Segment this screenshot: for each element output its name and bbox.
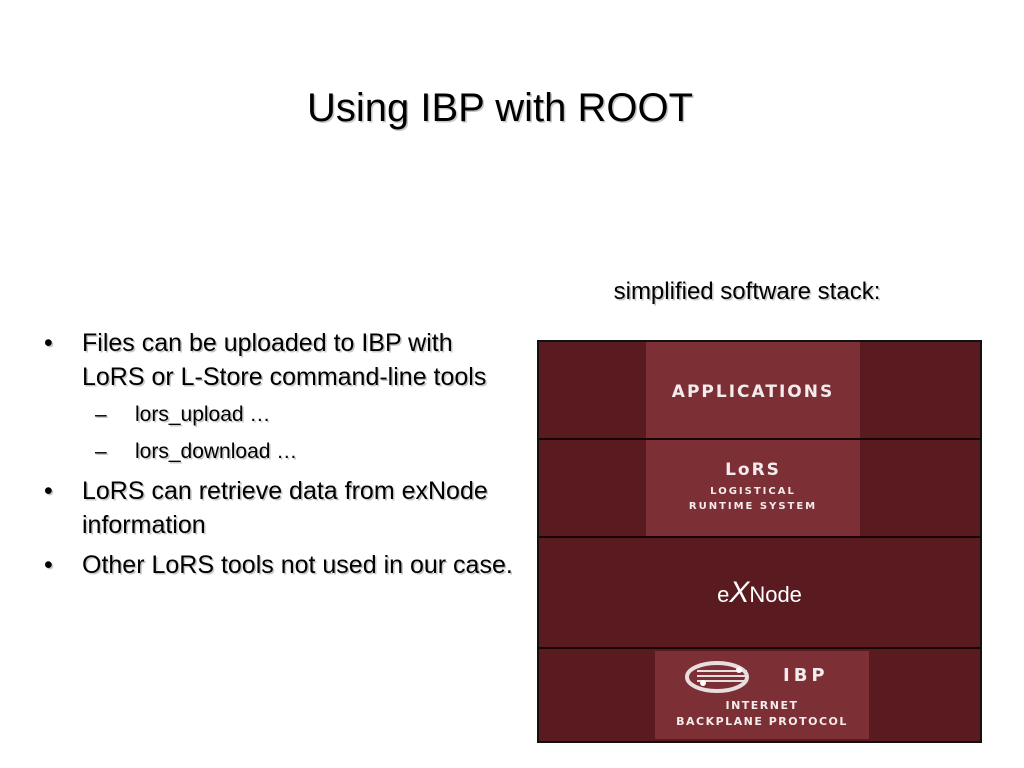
lors-panel: LoRS LOGISTICAL RUNTIME SYSTEM bbox=[646, 440, 860, 536]
sub-bullet-text: lors_upload … bbox=[135, 403, 271, 426]
ibp-label: IBP bbox=[783, 665, 829, 686]
stack-label: simplified software stack: bbox=[613, 278, 881, 305]
sub-bullet-item: – lors_download … bbox=[40, 437, 520, 467]
stack-layer-lors: LoRS LOGISTICAL RUNTIME SYSTEM bbox=[539, 440, 980, 538]
applications-panel: APPLICATIONS bbox=[646, 342, 860, 438]
bullet-marker: • bbox=[44, 477, 53, 505]
bullet-marker: • bbox=[44, 329, 53, 357]
ibp-subtitle-line1: INTERNET bbox=[725, 699, 799, 712]
exnode-label: eXNode bbox=[539, 578, 980, 610]
bullet-marker: • bbox=[44, 551, 53, 579]
bullet-item: • Other LoRS tools not used in our case. bbox=[40, 548, 520, 582]
bullet-item: • Files can be uploaded to IBP with LoRS… bbox=[40, 326, 520, 394]
sub-bullet-item: – lors_upload … bbox=[40, 400, 520, 430]
stack-layer-exnode: eXNode bbox=[539, 538, 980, 649]
applications-label: APPLICATIONS bbox=[671, 382, 835, 402]
sub-bullet-text: lors_download … bbox=[135, 440, 298, 463]
exnode-suffix: Node bbox=[749, 582, 802, 607]
exnode-x: X bbox=[729, 576, 750, 609]
bullet-text: Files can be uploaded to IBP with LoRS o… bbox=[82, 329, 487, 391]
software-stack-diagram: APPLICATIONS LoRS LOGISTICAL RUNTIME SYS… bbox=[537, 340, 982, 743]
bullet-item: • LoRS can retrieve data from exNode inf… bbox=[40, 474, 520, 542]
exnode-prefix: e bbox=[717, 582, 730, 607]
slide-title: Using IBP with ROOT bbox=[306, 86, 694, 130]
bullet-list: • Files can be uploaded to IBP with LoRS… bbox=[40, 326, 520, 588]
stack-layer-applications: APPLICATIONS bbox=[539, 342, 980, 440]
sub-bullet-marker: – bbox=[95, 440, 107, 463]
ibp-panel: IBP INTERNET BACKPLANE PROTOCOL bbox=[655, 651, 869, 739]
lors-label: LoRS bbox=[725, 460, 781, 480]
bullet-text: Other LoRS tools not used in our case. bbox=[82, 551, 513, 579]
ibp-subtitle-line2: BACKPLANE PROTOCOL bbox=[676, 715, 848, 728]
lors-subtitle-line2: RUNTIME SYSTEM bbox=[688, 501, 818, 512]
lors-subtitle-line1: LOGISTICAL bbox=[710, 486, 796, 497]
ibp-logo-icon bbox=[685, 661, 749, 693]
sub-bullet-marker: – bbox=[95, 403, 107, 426]
stack-layer-ibp: IBP INTERNET BACKPLANE PROTOCOL bbox=[539, 649, 980, 741]
bullet-text: LoRS can retrieve data from exNode infor… bbox=[82, 477, 488, 539]
